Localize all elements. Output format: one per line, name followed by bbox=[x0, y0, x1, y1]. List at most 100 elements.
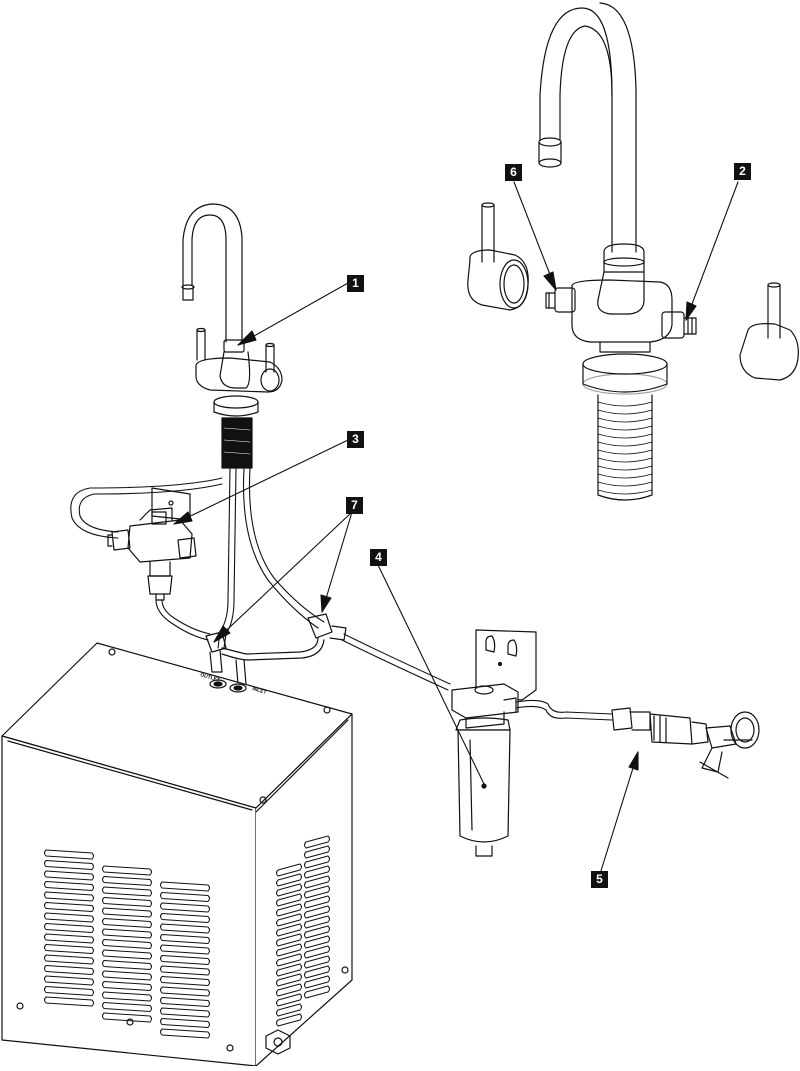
vent-slot bbox=[276, 943, 302, 957]
vent-slot bbox=[304, 915, 330, 929]
vent-slot bbox=[276, 953, 302, 967]
small-faucet bbox=[181, 203, 283, 469]
vent-slot bbox=[276, 983, 302, 997]
vent-slot bbox=[44, 891, 94, 902]
vent-slot bbox=[304, 875, 330, 889]
shutoff-valve bbox=[611, 707, 760, 779]
vent-slot bbox=[44, 986, 94, 996]
vent-slot bbox=[44, 996, 94, 1007]
vent-slot bbox=[102, 949, 152, 960]
vent-slot bbox=[44, 860, 94, 870]
vent-slot bbox=[102, 876, 152, 886]
large-faucet bbox=[538, 2, 697, 501]
vent-slot bbox=[304, 925, 330, 939]
vent-slot bbox=[102, 928, 152, 939]
vent-slot bbox=[44, 870, 94, 881]
vent-slot bbox=[102, 897, 152, 907]
vent-slot bbox=[304, 935, 330, 949]
left-lever-handle bbox=[467, 202, 529, 311]
callout-6: 6 bbox=[505, 164, 522, 181]
vent-slot bbox=[160, 892, 210, 902]
valve-assembly bbox=[107, 487, 197, 601]
vent-slot bbox=[102, 886, 152, 897]
vent-slot bbox=[160, 934, 210, 944]
vent-slot bbox=[160, 1018, 210, 1028]
vent-slot bbox=[102, 939, 152, 949]
outlet-port-label: OUTLET bbox=[199, 672, 220, 683]
vent-slot bbox=[276, 1013, 302, 1027]
vent-slot bbox=[304, 955, 330, 969]
callout-2: 2 bbox=[734, 163, 751, 180]
leader-lines bbox=[173, 181, 739, 875]
vent-slot bbox=[160, 944, 210, 955]
vent-slot bbox=[160, 923, 210, 934]
vent-slot bbox=[102, 1012, 152, 1023]
right-lever-handle bbox=[739, 282, 799, 381]
vent-slot bbox=[276, 873, 302, 887]
vent-slot bbox=[304, 905, 330, 919]
vent-slot bbox=[44, 933, 94, 944]
vent-slots bbox=[44, 835, 330, 1039]
vent-slot bbox=[102, 907, 152, 918]
vent-slot bbox=[276, 923, 302, 937]
vent-slot bbox=[276, 973, 302, 987]
vent-slot bbox=[44, 902, 94, 912]
vent-slot bbox=[102, 1002, 152, 1012]
vent-slot bbox=[304, 975, 330, 989]
vent-slot bbox=[44, 944, 94, 954]
valve-outlet-tube bbox=[155, 599, 211, 641]
vent-slot bbox=[44, 849, 94, 860]
vent-slot bbox=[102, 991, 152, 1002]
vent-slot bbox=[276, 933, 302, 947]
vent-slot bbox=[102, 960, 152, 970]
vent-slot bbox=[276, 883, 302, 897]
vent-slot bbox=[102, 865, 152, 876]
tee-fittings bbox=[205, 613, 347, 685]
vent-slot bbox=[44, 912, 94, 923]
vent-slot bbox=[102, 970, 152, 981]
vent-slot bbox=[102, 981, 152, 991]
vent-slot bbox=[304, 865, 330, 879]
vent-slot bbox=[160, 902, 210, 913]
vent-slot bbox=[304, 885, 330, 899]
vent-slot bbox=[160, 976, 210, 986]
vent-slot bbox=[276, 893, 302, 907]
callout-3: 3 bbox=[347, 431, 364, 448]
vent-slot bbox=[304, 985, 330, 999]
vent-slot bbox=[304, 945, 330, 959]
vent-slot bbox=[304, 965, 330, 979]
vent-slot bbox=[304, 835, 330, 849]
vent-slot bbox=[44, 954, 94, 965]
vent-slot bbox=[276, 903, 302, 917]
vent-slot bbox=[160, 913, 210, 923]
vent-slot bbox=[102, 918, 152, 928]
vent-slot bbox=[304, 845, 330, 859]
vent-slot bbox=[276, 1003, 302, 1017]
faucet-tubes bbox=[70, 467, 325, 649]
vent-slot bbox=[160, 955, 210, 965]
vent-slot bbox=[276, 963, 302, 977]
chiller-unit bbox=[1, 642, 353, 1067]
vent-slot bbox=[160, 986, 210, 997]
vent-slot bbox=[276, 993, 302, 1007]
inlet-tube bbox=[341, 633, 451, 691]
vent-slot bbox=[160, 1007, 210, 1018]
vent-slot bbox=[44, 923, 94, 933]
supply-tube bbox=[515, 699, 613, 721]
vent-slot bbox=[304, 895, 330, 909]
inlet-port-label: INLET bbox=[251, 686, 267, 696]
vent-slot bbox=[160, 997, 210, 1007]
callout-7: 7 bbox=[346, 497, 363, 514]
vent-slot bbox=[44, 881, 94, 891]
vent-slot bbox=[160, 1028, 210, 1039]
vent-slot bbox=[160, 965, 210, 976]
vent-slot bbox=[44, 965, 94, 975]
callout-1: 1 bbox=[347, 275, 364, 292]
vent-slot bbox=[304, 855, 330, 869]
vent-slot bbox=[276, 913, 302, 927]
vent-slot bbox=[276, 863, 302, 877]
callout-5: 5 bbox=[591, 871, 608, 888]
vent-slot bbox=[160, 881, 210, 892]
